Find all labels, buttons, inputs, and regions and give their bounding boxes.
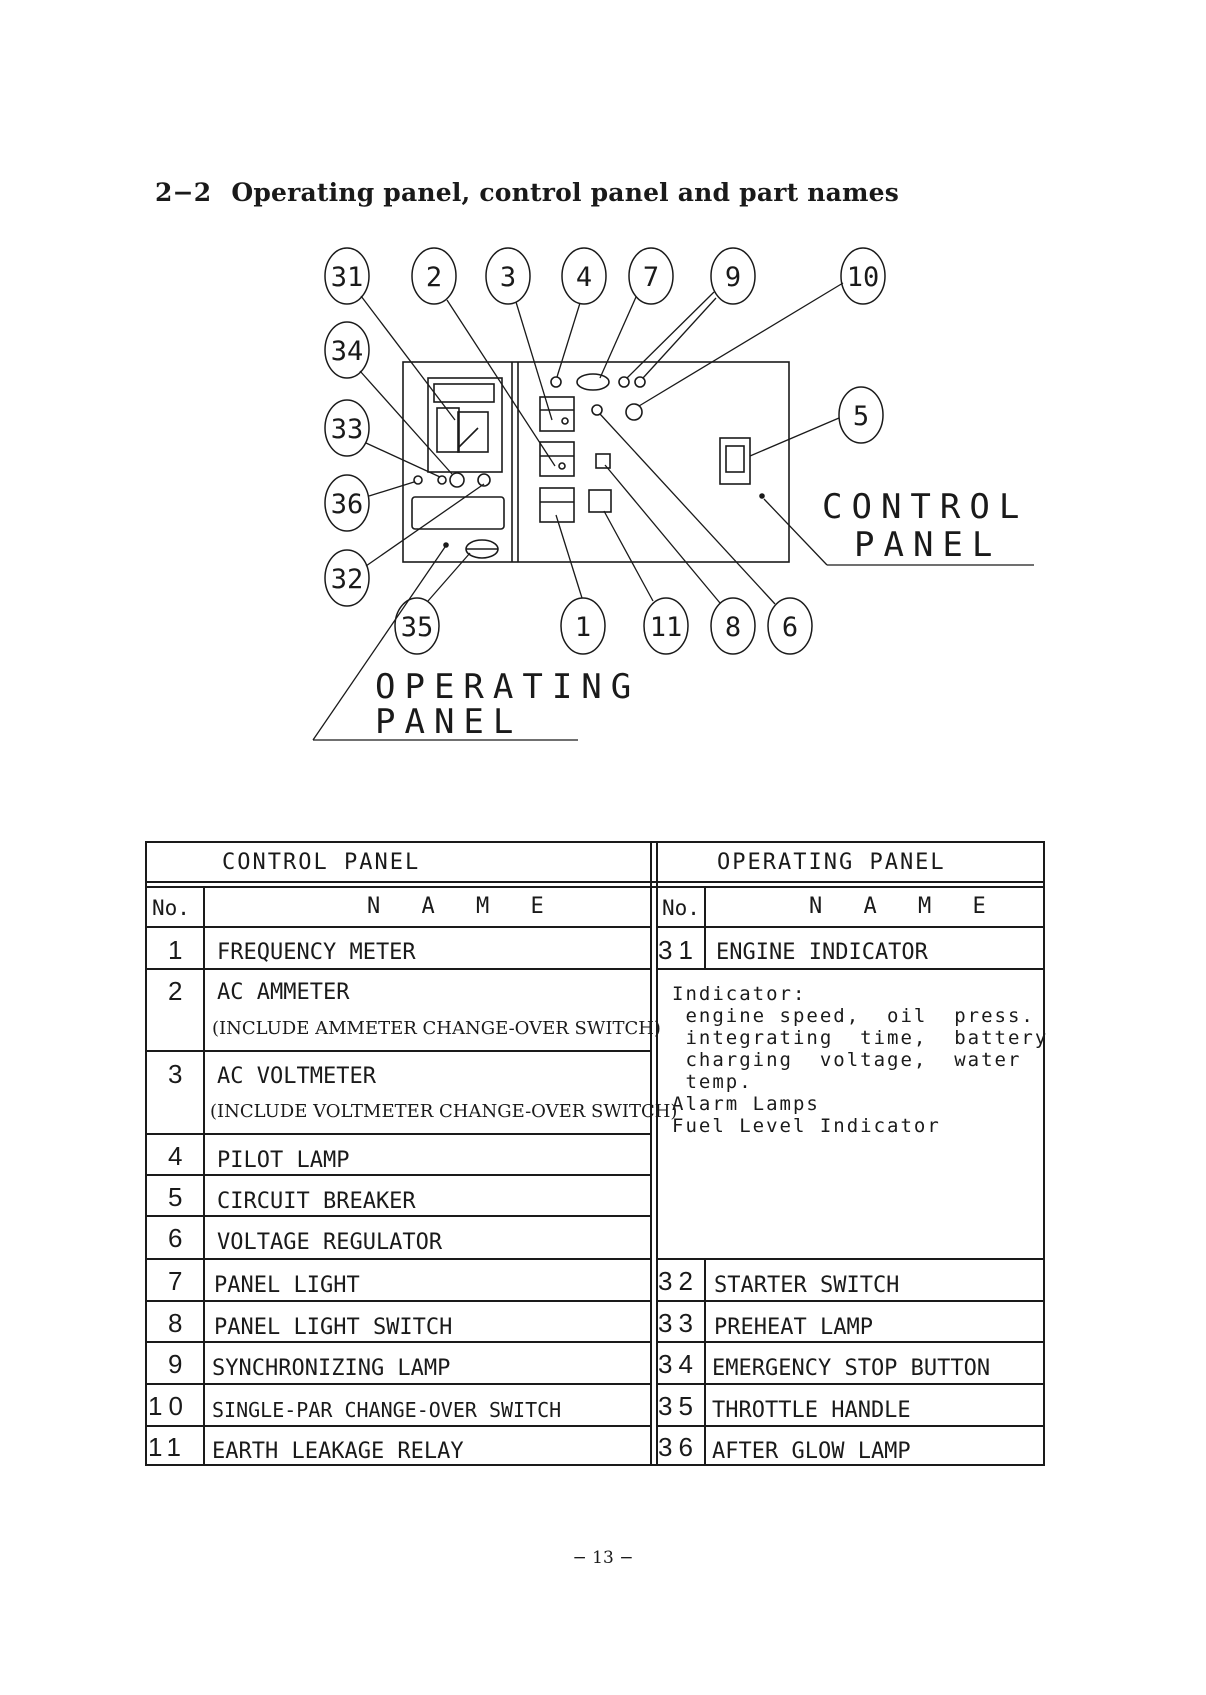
operating-row-33-name: PREHEAT LAMP (714, 1315, 873, 1340)
pilot-lamp (550, 376, 562, 388)
frequency-meter (539, 487, 575, 523)
callout-7: 7 (643, 262, 659, 293)
control-row-1-name: FREQUENCY METER (217, 940, 416, 965)
operating-row-32-name: STARTER SWITCH (714, 1273, 900, 1298)
after-glow-lamp (413, 475, 423, 485)
engine-indicator-display (433, 383, 495, 403)
control-row-6-no: 6 (168, 1223, 189, 1253)
panel-frame (402, 361, 790, 563)
callout-1: 1 (575, 612, 591, 643)
callout-33: 33 (331, 414, 364, 445)
control-row-6-name: VOLTAGE REGULATOR (217, 1230, 443, 1255)
callout-3: 3 (500, 262, 516, 293)
operating-row-35-no: 35 (658, 1391, 699, 1421)
operating-panel-label-line2: PANEL (375, 702, 522, 742)
operating-row-33-no: 33 (658, 1308, 699, 1338)
engine-indicator (427, 377, 503, 473)
control-row-2-no: 2 (168, 976, 189, 1006)
control-row-3-no: 3 (168, 1059, 189, 1089)
callout-36: 36 (331, 489, 364, 520)
callout-34: 34 (331, 336, 364, 367)
ac-voltmeter (539, 396, 575, 432)
operating-no-header: No. (662, 896, 700, 920)
engine-indicator-note: Indicator: engine speed, oil press. inte… (672, 983, 1049, 1137)
callout-2: 2 (426, 262, 442, 293)
operating-row-34-name: EMERGENCY STOP BUTTON (712, 1356, 991, 1381)
callout-8: 8 (725, 612, 741, 643)
engine-indicator-gauge (436, 407, 460, 453)
fuel-level-box (411, 496, 505, 530)
ac-ammeter (539, 441, 575, 477)
control-row-9-name: SYNCHRONIZING LAMP (212, 1356, 451, 1381)
panel-diagram: 31 2 3 4 7 9 10 34 33 36 32 5 35 1 11 8 … (312, 247, 1034, 742)
panel-light (576, 373, 610, 391)
panel-light-switch (595, 453, 611, 469)
operating-name-header: N A M E (809, 894, 1000, 919)
control-row-8-no: 8 (168, 1308, 189, 1338)
control-no-header: No. (152, 896, 190, 920)
callout-9: 9 (725, 262, 741, 293)
section-number: 2−2 (155, 178, 212, 207)
callout-10: 10 (847, 262, 880, 293)
callout-11: 11 (650, 612, 683, 643)
operating-row-36-name: AFTER GLOW LAMP (712, 1439, 911, 1464)
operating-row-36-no: 36 (658, 1432, 699, 1462)
synchronizing-lamp-1 (618, 376, 630, 388)
engine-indicator-gauge-2 (457, 411, 489, 453)
operating-panel-header: OPERATING PANEL (717, 850, 946, 875)
callout-6: 6 (782, 612, 798, 643)
control-panel-label-line1: CONTROL (822, 487, 1028, 527)
callout-31: 31 (331, 262, 364, 293)
callout-35: 35 (401, 612, 434, 643)
control-row-4-no: 4 (168, 1141, 189, 1171)
control-row-5-no: 5 (168, 1182, 189, 1212)
control-panel-label-line2: PANEL (854, 525, 1001, 565)
callout-5: 5 (853, 401, 869, 432)
operating-row-34-no: 34 (658, 1349, 699, 1379)
section-heading: 2−2 Operating panel, control panel and pa… (155, 178, 899, 207)
voltage-regulator (591, 404, 603, 416)
callout-32: 32 (331, 564, 364, 595)
control-name-header: N A M E (367, 894, 558, 919)
preheat-lamp (437, 475, 447, 485)
control-row-2-sub: (INCLUDE AMMETER CHANGE-OVER SWITCH) (212, 1018, 661, 1039)
operating-panel-label-line1: OPERATING (375, 667, 640, 707)
control-panel-header: CONTROL PANEL (222, 850, 421, 875)
parts-table (145, 841, 1045, 1466)
control-row-1-no: 1 (168, 935, 189, 965)
control-row-2-name: AC AMMETER (217, 980, 350, 1005)
operating-row-32-no: 32 (658, 1266, 699, 1296)
control-row-11-name: EARTH LEAKAGE RELAY (212, 1439, 464, 1464)
operating-row-31-no: 31 (658, 935, 699, 965)
control-row-3-name: AC VOLTMETER (217, 1064, 376, 1089)
single-par-switch (625, 403, 643, 421)
control-row-7-name: PANEL LIGHT (214, 1273, 360, 1298)
control-row-8-name: PANEL LIGHT SWITCH (214, 1315, 453, 1340)
circuit-breaker (719, 437, 751, 485)
callout-4: 4 (576, 262, 592, 293)
control-row-5-name: CIRCUIT BREAKER (217, 1189, 416, 1214)
control-row-3-sub: (INCLUDE VOLTMETER CHANGE-OVER SWITCH) (210, 1101, 678, 1122)
control-row-4-name: PILOT LAMP (217, 1148, 350, 1173)
control-row-7-no: 7 (168, 1266, 189, 1296)
starter-switch (477, 473, 491, 487)
control-row-10-name: SINGLE-PAR CHANGE-OVER SWITCH (212, 1398, 562, 1422)
emergency-stop-button (449, 472, 465, 488)
control-row-9-no: 9 (168, 1349, 189, 1379)
operating-row-35-name: THROTTLE HANDLE (712, 1398, 911, 1423)
operating-row-31-name: ENGINE INDICATOR (716, 940, 928, 965)
control-row-10-no: 10 (148, 1391, 189, 1421)
earth-leakage-relay (588, 489, 612, 513)
synchronizing-lamp-2 (634, 376, 646, 388)
section-title: Operating panel, control panel and part … (231, 178, 900, 207)
page-number: − 13 − (572, 1548, 634, 1568)
control-row-11-no: 11 (148, 1432, 187, 1462)
